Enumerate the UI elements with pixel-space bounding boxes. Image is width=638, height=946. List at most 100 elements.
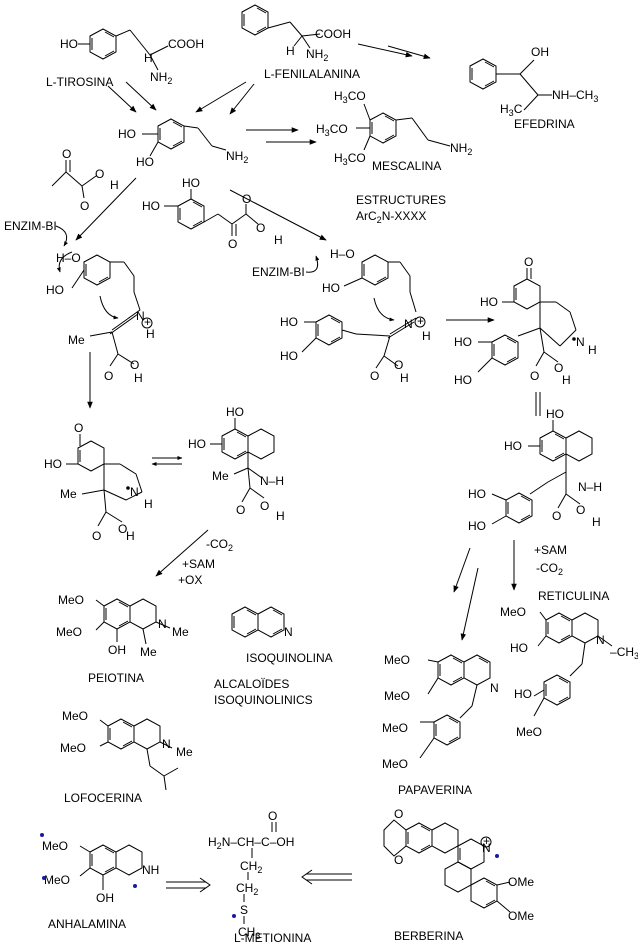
imina-left-h: H [146, 327, 155, 341]
reagent-sam-2: +SAM [534, 543, 567, 557]
thiq-right-o-1: O [576, 503, 585, 517]
label-fenilalanina: L-FENILALANINA [264, 67, 360, 81]
quinona-right-o: O [524, 255, 533, 269]
quinona-left-o-1: O [118, 522, 127, 536]
imina-mid-n: N [404, 317, 413, 331]
label-papaverina: PAPAVERINA [398, 783, 472, 797]
mescalina-nh2: NH2 [450, 141, 472, 157]
berberina-ome-1: OMe [508, 875, 534, 889]
anhalamina-nh: NH [142, 863, 159, 877]
piruvat-o-3: O [80, 199, 89, 213]
lofocerina-structure: MeO MeO N Me [60, 709, 193, 791]
heading-estructures-2: ArC2N-XXXX [356, 209, 426, 225]
heading-estructures-1: ESTRUCTURES [356, 193, 446, 207]
dhpp-o-1: O [228, 237, 237, 251]
thiq-right-ho-3: HO [468, 487, 486, 501]
efedrina-oh: OH [531, 45, 549, 59]
thiq-center-structure: HO HO N–H Me O O H [188, 405, 285, 523]
mescalina-h3co-1: H3CO [334, 89, 366, 105]
label-tirosina: L-TIROSINA [46, 75, 113, 89]
efedrina-structure: OH H3C NH–CH3 [469, 45, 598, 118]
quinona-left-h: H [144, 497, 153, 511]
reticulina-ho-2: HO [514, 687, 532, 701]
dhpp-ho-2: HO [142, 199, 160, 213]
dopamina-ho-2: HO [136, 155, 154, 169]
thiq-right-o-2: O [552, 509, 561, 523]
fenilalanina-structure: COOH H NH2 [241, 4, 351, 63]
quinona-right-o-1: O [554, 361, 563, 375]
dhpp-h: H [274, 233, 283, 247]
thiq-right-nh: N–H [578, 480, 602, 494]
quinona-right-h: H [588, 343, 597, 357]
anhalamina-oh: OH [96, 891, 114, 905]
thiq-right-ho: HO [546, 407, 564, 421]
peiotina-oh: OH [108, 643, 126, 657]
heading-alcaloides-2: ISOQUINOLINICS [214, 693, 313, 707]
papaverina-meo-1: MeO [384, 653, 410, 667]
reticulina-meo-2: MeO [516, 725, 542, 739]
papaverina-n: N [490, 681, 499, 695]
thiq-center-ho: HO [226, 405, 244, 419]
imina-left-h-2: H [134, 371, 143, 385]
berberina-structure: O O N + OMe OMe [383, 807, 534, 923]
peiotina-meo-2: MeO [56, 625, 82, 639]
lofocerina-n: N [162, 737, 171, 751]
reagent-co2-1: -CO2 [206, 537, 233, 553]
thiq-center-ho-2: HO [188, 437, 206, 451]
thiq-right-structure: HO HO N–H HO HO O O H [468, 407, 602, 533]
lofocerina-meo-2: MeO [60, 741, 86, 755]
dihidroxifenilpiruvat-structure: HO HO O O H O [142, 176, 283, 251]
quinona-right-ho-3: HO [454, 373, 472, 387]
dhpp-ho-1: HO [182, 176, 200, 190]
metionina-ch2-2: CH2 [236, 881, 258, 897]
metionina-h2n: H2N–CH–C–OH [208, 835, 294, 851]
papaverina-meo-2: MeO [384, 689, 410, 703]
imina-mid-ho-2: HO [280, 315, 298, 329]
heading-alcaloides-1: ALCALOÏDES [214, 677, 289, 691]
imina-left-h2o: H–O [56, 251, 81, 265]
imina-left-ho: HO [46, 283, 64, 297]
metionina-ch3: CH3 [238, 925, 260, 941]
papaverina-meo-3: MeO [382, 721, 408, 735]
quinona-left-ho: HO [44, 457, 62, 471]
imina-left-structure: H–O HO N + H Me O O H [46, 251, 155, 385]
quinona-left-o-2: O [92, 529, 101, 543]
reticulina-meo: MeO [500, 605, 526, 619]
peiotina-structure: MeO MeO OH Me N Me [56, 593, 189, 659]
imina-mid-o-2: O [370, 369, 379, 383]
metionina-structure: H2N–CH–C–OH O CH2 CH2 S CH3 [208, 809, 294, 941]
imina-mid-h-2: H [400, 371, 409, 385]
metionina-s: S [240, 903, 248, 917]
svg-text:+: + [144, 315, 151, 329]
mescalina-h3co-2: H3CO [316, 122, 348, 138]
reticulina-n: N [596, 633, 605, 647]
metionina-ch2-1: CH2 [240, 859, 262, 875]
quinona-right-ho-2: HO [454, 335, 472, 349]
label-berberina: BERBERINA [394, 929, 463, 943]
anhalamina-meo-2: MeO [44, 873, 70, 887]
label-metionina: L-METIONINA [234, 931, 311, 945]
peiotina-me: Me [140, 645, 157, 659]
peiotina-meo-1: MeO [58, 593, 84, 607]
thiq-right-ho-2: HO [504, 439, 522, 453]
imina-left-o-1: O [130, 358, 139, 372]
fenilalanina-cooh: COOH [315, 27, 351, 41]
enzim-mid: ENZIM-BI [252, 265, 305, 279]
imina-mid-structure: H–O HO HO HO N + H O O H [280, 247, 431, 385]
lofocerina-me: Me [176, 745, 193, 759]
berberina-o-2: O [394, 853, 403, 867]
piruvat-o-2: O [95, 167, 104, 181]
fenilalanina-nh2: NH2 [306, 47, 328, 63]
tirosina-structure: HO COOH NH2 H [60, 28, 204, 86]
dopamina-structure: HO HO NH2 [118, 118, 248, 169]
thiq-center-o-2: O [236, 503, 245, 517]
thiq-center-o-1: O [260, 499, 269, 513]
imina-mid-h2o: H–O [330, 247, 355, 261]
reticulina-structure: MeO HO N –CH3 HO MeO [500, 605, 638, 739]
reagent-ox: +OX [178, 573, 202, 587]
imina-mid-ho: HO [322, 281, 340, 295]
label-isoquinolina: ISOQUINOLINA [246, 651, 333, 665]
quinona-left-n: N [130, 485, 139, 499]
dhpp-o-2: O [256, 221, 265, 235]
svg-text:+: + [483, 834, 490, 848]
